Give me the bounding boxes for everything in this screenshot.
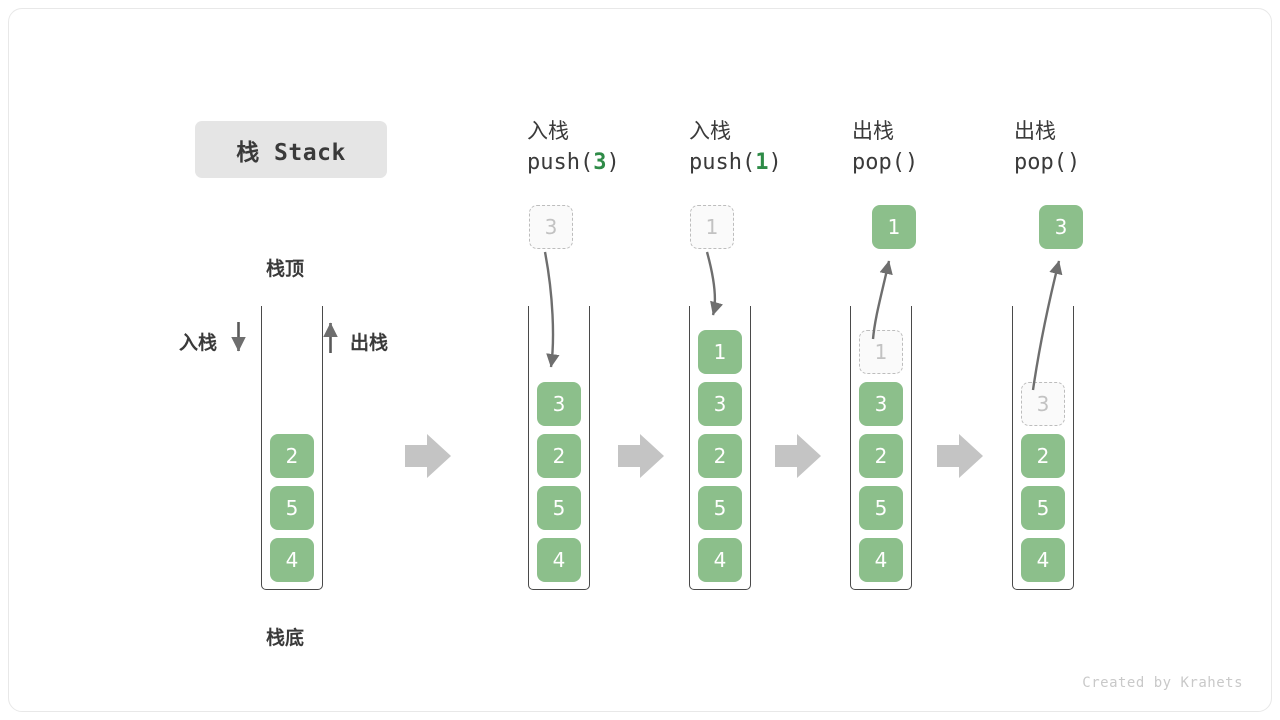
stack-cell: 5 xyxy=(859,486,903,530)
column-head-cn: 入栈 xyxy=(689,120,731,143)
stack-cell: 3 xyxy=(698,382,742,426)
code-prefix: pop( xyxy=(852,150,905,175)
stack-cell: 5 xyxy=(1021,486,1065,530)
stack-cell: 2 xyxy=(1021,434,1065,478)
column-head-code: push(3) xyxy=(527,147,677,179)
code-suffix: ) xyxy=(1066,150,1081,175)
arrow-overlay xyxy=(231,251,1063,478)
stack-cell: 4 xyxy=(537,538,581,582)
stack-cell: 3 xyxy=(859,382,903,426)
flow-arrow xyxy=(405,434,451,478)
stack-cell: 5 xyxy=(270,486,314,530)
stack-cell: 4 xyxy=(270,538,314,582)
footer-credit: Created by Krahets xyxy=(1082,675,1243,691)
column-head-push-3: 入栈 push(3) xyxy=(527,117,677,179)
code-prefix: pop( xyxy=(1014,150,1067,175)
stack-container-2 xyxy=(528,306,590,590)
stack-cell: 5 xyxy=(537,486,581,530)
code-arg: 1 xyxy=(755,150,769,175)
incoming-element-ghost: 1 xyxy=(690,205,734,249)
stack-cell: 4 xyxy=(698,538,742,582)
column-head-code: push(1) xyxy=(689,147,839,179)
stack-top-label: 栈顶 xyxy=(266,259,305,280)
stack-container-1 xyxy=(261,306,323,590)
code-prefix: push( xyxy=(689,150,756,175)
column-head-push-1: 入栈 push(1) xyxy=(689,117,839,179)
stack-cell: 3 xyxy=(537,382,581,426)
flow-arrow xyxy=(937,434,983,478)
stack-cell: 1 xyxy=(698,330,742,374)
stack-cell: 4 xyxy=(859,538,903,582)
stack-cell: 5 xyxy=(698,486,742,530)
code-suffix: ) xyxy=(768,150,782,175)
column-head-cn: 入栈 xyxy=(527,120,569,143)
outgoing-element-ghost: 1 xyxy=(859,330,903,374)
diagram-title-badge: 栈 Stack xyxy=(195,121,387,178)
code-suffix: ) xyxy=(904,150,919,175)
stack-bottom-label: 栈底 xyxy=(266,628,305,649)
push-direction-label: 入栈 xyxy=(179,333,218,354)
code-prefix: push( xyxy=(527,150,594,175)
flow-arrow xyxy=(775,434,821,478)
stack-cell: 2 xyxy=(859,434,903,478)
column-head-code: pop() xyxy=(1014,147,1164,179)
outgoing-element-ghost: 3 xyxy=(1021,382,1065,426)
popped-element: 3 xyxy=(1039,205,1083,249)
pop-direction-label: 出栈 xyxy=(350,333,389,354)
column-head-cn: 出栈 xyxy=(1014,120,1056,143)
flow-arrow xyxy=(618,434,664,478)
diagram-canvas: 栈 Stack 栈顶 栈底 入栈 出栈 入栈 push(3) 入栈 push(1… xyxy=(8,8,1272,712)
stack-container-4 xyxy=(850,306,912,590)
stack-cell: 2 xyxy=(698,434,742,478)
column-head-pop-2: 出栈 pop() xyxy=(1014,117,1164,179)
column-head-pop-1: 出栈 pop() xyxy=(852,117,1002,179)
stack-cell: 2 xyxy=(270,434,314,478)
stack-cell: 4 xyxy=(1021,538,1065,582)
stack-container-5 xyxy=(1012,306,1074,590)
popped-element: 1 xyxy=(872,205,916,249)
code-arg: 3 xyxy=(593,150,607,175)
column-head-cn: 出栈 xyxy=(852,120,894,143)
incoming-element-ghost: 3 xyxy=(529,205,573,249)
column-head-code: pop() xyxy=(852,147,1002,179)
stack-container-3 xyxy=(689,306,751,590)
stack-cell: 2 xyxy=(537,434,581,478)
code-suffix: ) xyxy=(606,150,620,175)
